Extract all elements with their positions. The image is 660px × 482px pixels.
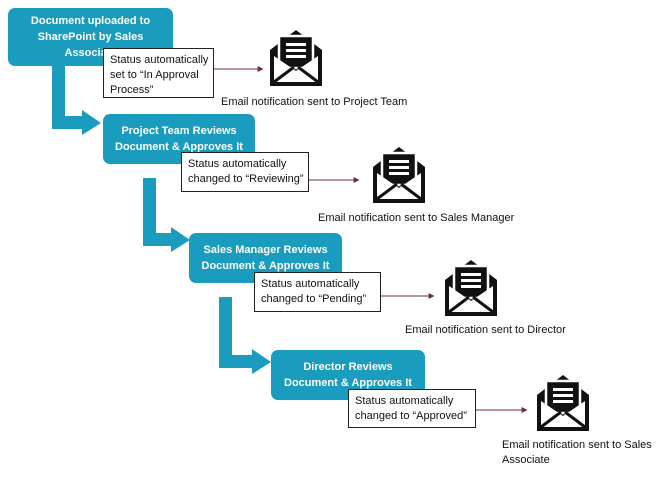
notification-caption: Email notification sent to Director (405, 324, 566, 336)
step-connector (219, 297, 271, 374)
status-box: Status automatically set to “In Approval… (103, 48, 214, 98)
notification-caption: Email notification sent to Project Team (221, 96, 408, 108)
open-envelope-icon (373, 147, 425, 203)
status-box: Status automatically changed to “Pending… (254, 272, 381, 312)
step-upload: Document uploaded to SharePoint by Sales… (8, 8, 173, 66)
status-text: Status automatically changed to “Approve… (355, 395, 467, 422)
status-box: Status automatically changed to “Reviewi… (181, 152, 309, 192)
status-text: Status automatically changed to “Reviewi… (188, 158, 304, 185)
step-project-team-review: Project Team Reviews Document & Approves… (103, 114, 255, 164)
status-text: Status automatically changed to “Pending… (261, 278, 367, 305)
notification-caption: Email notification sent to Sales Manager (318, 212, 515, 224)
step-connector (143, 178, 190, 252)
step-label: Director Reviews Document & Approves It (284, 361, 412, 389)
step-label: Project Team Reviews Document & Approves… (115, 125, 243, 153)
step-connector (52, 66, 101, 135)
status-box: Status automatically changed to “Approve… (348, 389, 476, 428)
step-label: Sales Manager Reviews Document & Approve… (201, 244, 330, 272)
open-envelope-icon (445, 260, 497, 316)
open-envelope-icon (270, 30, 322, 86)
status-text: Status automatically set to “In Approval… (110, 54, 209, 96)
open-envelope-icon (537, 375, 589, 431)
notification-caption: Email notification sent to Sales Associa… (502, 439, 652, 466)
